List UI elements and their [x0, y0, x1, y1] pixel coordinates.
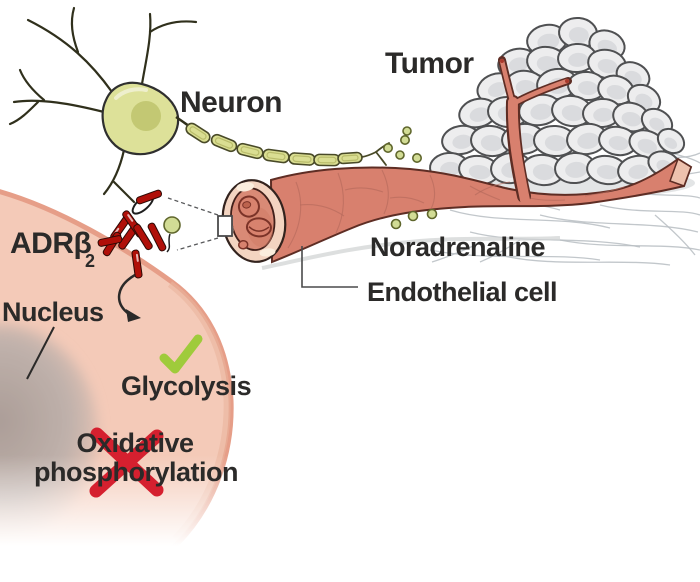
axon-myelin [175, 115, 390, 167]
dashed-magnifier-lines [167, 197, 219, 251]
cross-icon [89, 427, 164, 498]
red-blood-cell [245, 217, 272, 238]
vessel-cut-face [669, 157, 692, 187]
curved-arrow [118, 273, 141, 322]
noradrenaline-dots [382, 126, 438, 230]
neuron-illustration [8, 6, 390, 204]
magnifier-square [217, 215, 233, 237]
cell-fade [0, 455, 260, 582]
blood-vessel [167, 56, 693, 270]
oxphos-label-line1: Oxidative [76, 428, 194, 458]
adrb2-label: ADRβ [10, 227, 91, 260]
neuron-label: Neuron [180, 86, 282, 119]
bound-noradrenaline [163, 216, 181, 234]
oxphos-label-line2: phosphorylation [34, 457, 238, 487]
check-icon [159, 334, 203, 374]
vessel-cross-section [221, 179, 287, 263]
receptor-tail [166, 233, 171, 253]
neuron-nucleus [131, 101, 161, 131]
neuron-highlight [114, 87, 148, 100]
vessel-endothelium-texture [287, 169, 625, 249]
nucleus-label: Nucleus [2, 297, 104, 327]
noradrenaline-label: Noradrenaline [370, 232, 546, 262]
adrb2-receptor [97, 189, 181, 279]
glycolysis-label: Glycolysis [121, 371, 251, 401]
tumor-cells [429, 16, 686, 187]
endothelial-target-cell [0, 189, 260, 582]
adrb2-subscript: 2 [85, 251, 95, 271]
vessel-branch [498, 56, 572, 205]
tumor-label: Tumor [385, 47, 474, 80]
endothelial-pointer-line [301, 246, 358, 288]
vessel-shadow [261, 236, 561, 270]
endothelial-cell-label: Endothelial cell [367, 277, 557, 307]
nucleus-pointer-line [26, 326, 55, 380]
